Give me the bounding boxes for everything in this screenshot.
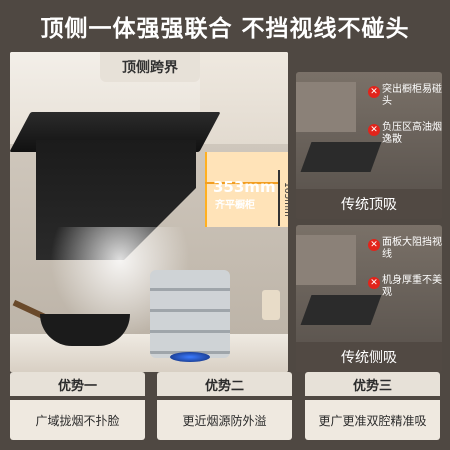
- tag-label: 顶侧跨界: [122, 60, 178, 76]
- advantage-title: 优势二: [157, 372, 292, 396]
- cross-icon: ✕: [368, 124, 380, 136]
- advantage-desc: 更近烟源防外溢: [157, 400, 292, 440]
- advantage-title: 优势三: [305, 372, 440, 396]
- advantage-2: 优势二 更近烟源防外溢: [157, 372, 292, 442]
- headline: 顶侧一体强强联合 不挡视线不碰头: [40, 16, 410, 42]
- note-1: 面板大阻挡视线: [382, 237, 442, 260]
- countertop: [10, 334, 288, 372]
- measure-highlight: [205, 152, 288, 227]
- cabinet-shape: [296, 235, 356, 285]
- cross-icon: ✕: [368, 277, 380, 289]
- note-1: 突出橱柜易碰头: [382, 84, 442, 107]
- measure-arrow: [205, 182, 279, 184]
- cabinet-shape: [296, 82, 356, 132]
- measure-width: 353mm: [213, 178, 276, 196]
- advantage-title: 优势一: [10, 372, 145, 396]
- comparison-side-suction: ✕ 面板大阻挡视线 ✕ 机身厚重不美观 传统侧吸: [296, 225, 442, 372]
- comparison-caption: 传统顶吸: [296, 189, 442, 219]
- advantage-desc: 更广更准双腔精准吸: [305, 400, 440, 440]
- cross-icon: ✕: [368, 86, 380, 98]
- note-2: 负压区高油烟逸散: [382, 122, 442, 145]
- hood-shape: [300, 142, 382, 172]
- wok: [40, 314, 130, 346]
- advantage-1: 优势一 广域拢烟不扑脸: [10, 372, 145, 442]
- jar: [262, 290, 280, 320]
- note-2: 机身厚重不美观: [382, 275, 442, 298]
- advantage-3: 优势三 更广更准双腔精准吸: [305, 372, 440, 442]
- advantages-row: 优势一 广域拢烟不扑脸 优势二 更近烟源防外溢 优势三 更广更准双腔精准吸: [10, 372, 440, 442]
- measure-flush-label: 齐平橱柜: [215, 200, 255, 211]
- tag-badge: 顶侧跨界: [100, 52, 200, 82]
- comparison-caption: 传统侧吸: [296, 342, 442, 372]
- cross-icon: ✕: [368, 239, 380, 251]
- measure-height: 165mm: [282, 182, 288, 217]
- advantage-desc: 广域拢烟不扑脸: [10, 400, 145, 440]
- hood-shape: [300, 295, 382, 325]
- burner-flame: [170, 352, 210, 362]
- comparison-top-suction: ✕ 突出橱柜易碰头 ✕ 负压区高油烟逸散 传统顶吸: [296, 72, 442, 219]
- steamer-pot: [150, 270, 230, 358]
- height-line: [278, 170, 280, 226]
- main-product-image: 353mm 齐平橱柜 165mm: [10, 52, 288, 372]
